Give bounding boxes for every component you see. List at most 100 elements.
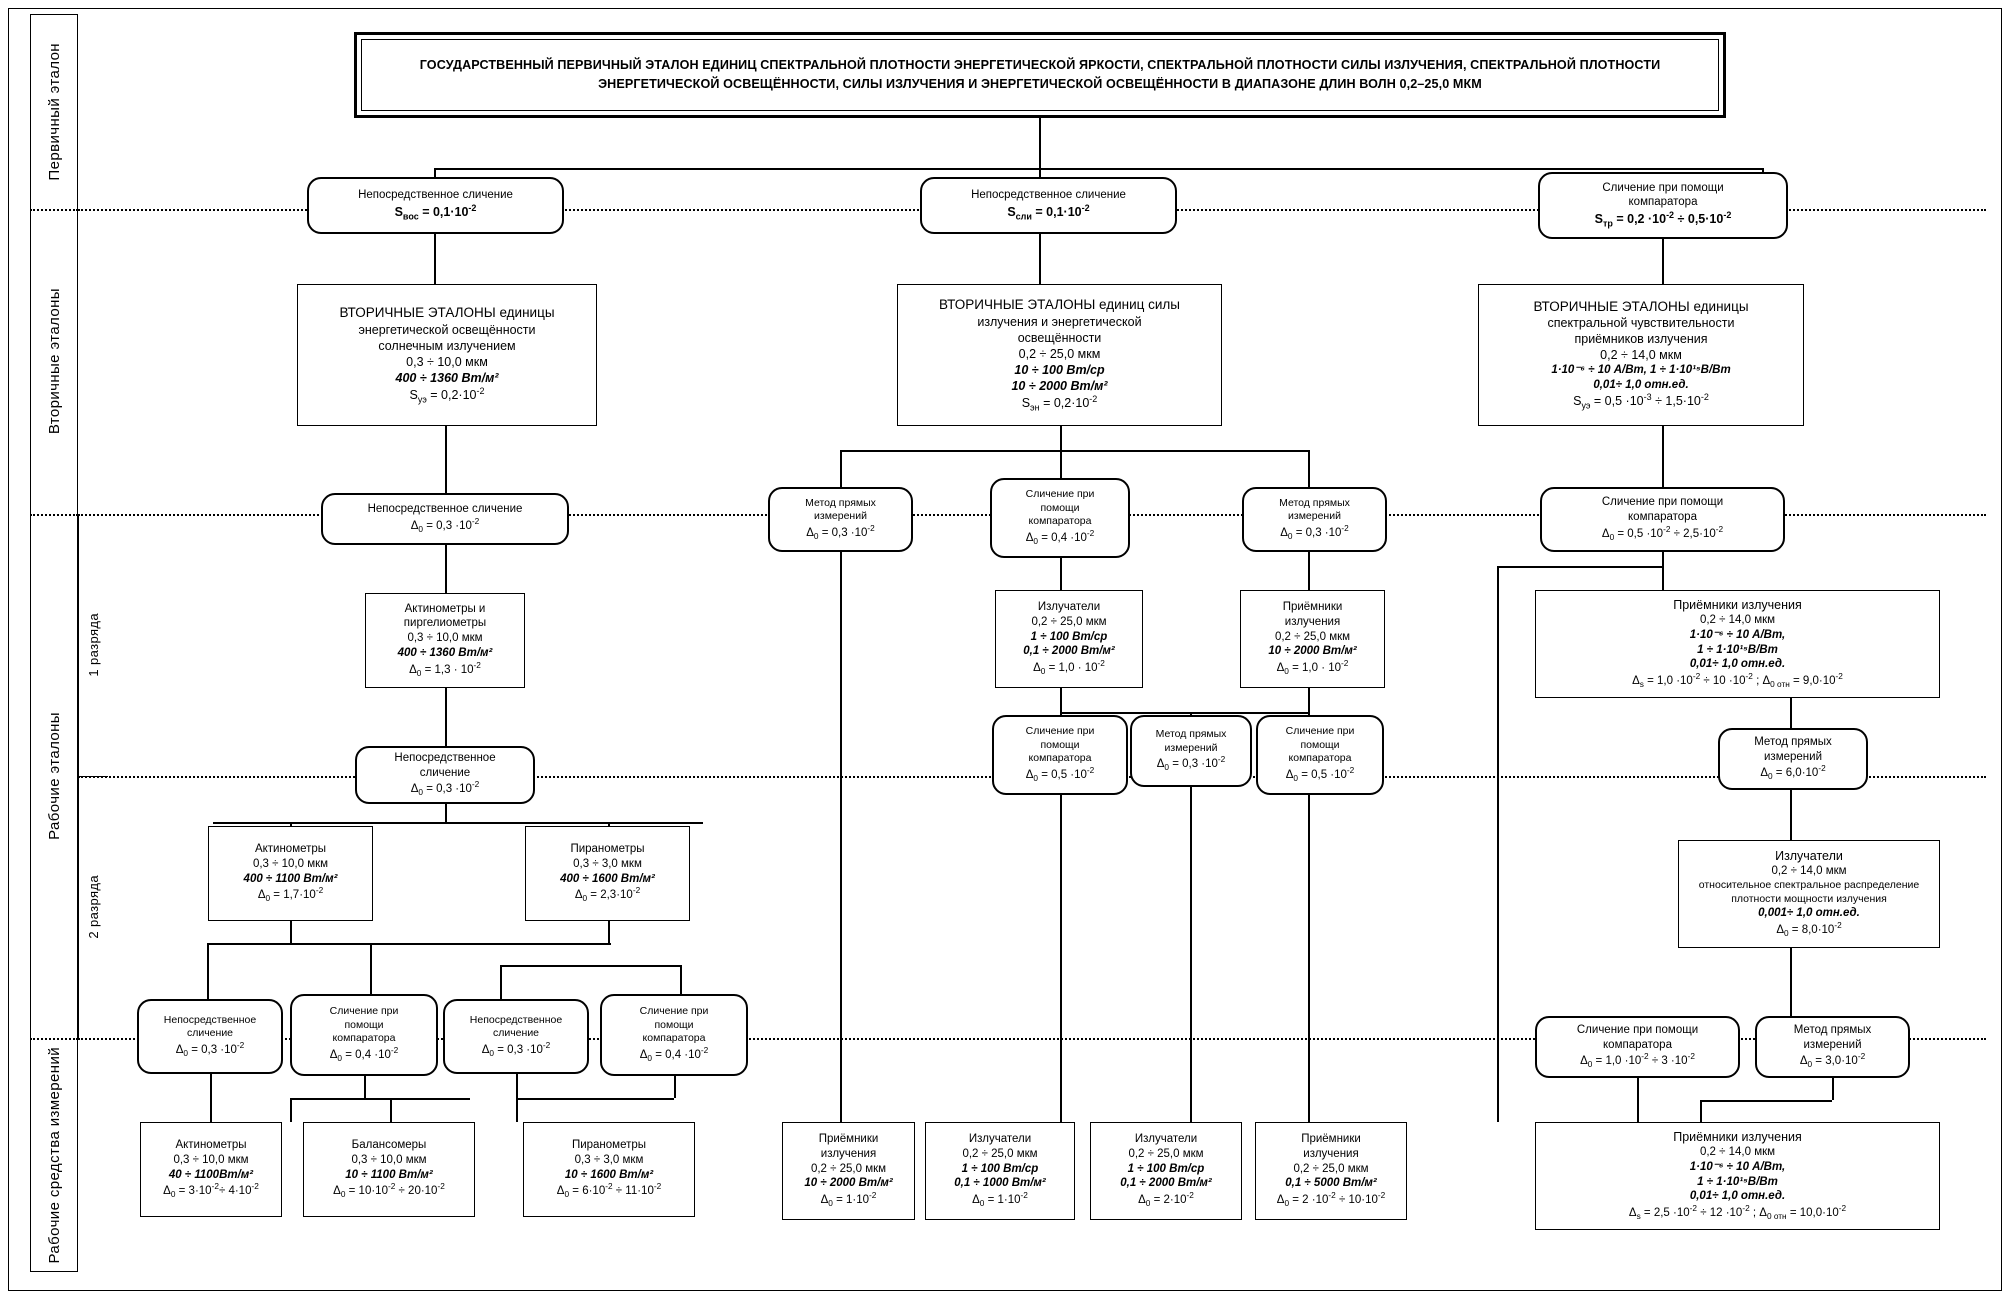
node-line: компаратора	[1288, 752, 1352, 765]
node-line: Метод прямых	[1793, 1023, 1872, 1036]
node-line: Δ0 = 3,0·10-2	[1799, 1052, 1866, 1070]
connector	[674, 1076, 676, 1098]
connector	[1662, 552, 1664, 590]
transfer-node-direct-measurement-3: Метод прямых измерений Δ0 = 0,3 ·10-2	[1130, 715, 1252, 787]
node-line: Приёмники излучения	[1673, 1130, 1802, 1145]
node-line: Актинометры и	[404, 602, 486, 615]
tier-label-primary-text: Первичный эталон	[45, 42, 63, 181]
node-line: компаратора	[642, 1032, 706, 1045]
node-line: 0,001÷ 1,0 отн.ед.	[1758, 907, 1860, 920]
connector	[445, 804, 447, 822]
node-line: Δ0 = 2,3·10-2	[574, 886, 641, 904]
node-line: Приёмники	[1301, 1133, 1361, 1146]
transfer-node-comparator-5: Сличение при помощи компаратора Δ0 = 0,5…	[1256, 715, 1384, 795]
node-line: 0,2 ÷ 25,0 мкм	[1018, 346, 1101, 361]
node-line: компаратора	[1028, 515, 1092, 528]
node-line: ВТОРИЧНЫЕ ЭТАЛОНЫ единиц силы	[939, 297, 1180, 313]
node-line: Δ0 = 0,3 ·10-2	[1280, 523, 1349, 541]
node-line: 0,3 ÷ 3,0 мкм	[573, 857, 642, 870]
node-line: компаратора	[1628, 196, 1698, 209]
node-line: Δ0 = 1,0 · 10-2	[1276, 659, 1349, 677]
working-detectors-2: Приёмники излучения 0,2 ÷ 25,0 мкм 0,1 ÷…	[1255, 1122, 1407, 1220]
node-line: ВТОРИЧНЫЕ ЭТАЛОНЫ единицы	[339, 305, 555, 321]
node-line: 0,2 ÷ 25,0 мкм	[1031, 615, 1107, 628]
node-line: Δ0 = 10·10-2 ÷ 20·10-2	[333, 1182, 445, 1200]
transfer-node-comparator-1: Сличение при помощи компаратора Sтр = 0,…	[1538, 172, 1788, 239]
connector	[207, 943, 209, 999]
node-line: Δ0 = 1,3 · 10-2	[409, 660, 481, 678]
node-line: Метод прямых	[1279, 496, 1350, 509]
node-line: помощи	[344, 1018, 384, 1031]
transfer-node-direct-comparison-4: Непосредственное сличение Δ0 = 0,3 ·10-2	[355, 746, 535, 804]
node-line: Δ0 = 0,3 ·10-2	[1156, 755, 1226, 773]
connector	[1308, 688, 1310, 712]
node-line: 1 ÷ 100 Вт/ср	[1030, 630, 1108, 643]
connector	[840, 450, 842, 493]
primary-standard-title-box: ГОСУДАРСТВЕННЫЙ ПЕРВИЧНЫЙ ЭТАЛОН ЕДИНИЦ …	[354, 32, 1726, 118]
working-actinometers: Актинометры 0,3 ÷ 10,0 мкм 40 ÷ 1100Вт/м…	[140, 1122, 282, 1217]
node-line: Сличение при	[639, 1005, 709, 1018]
node-line: Δ0 = 6,0·10-2	[1760, 764, 1826, 782]
node-line: Непосредственное	[469, 1013, 563, 1026]
node-line: Непосредственное	[163, 1013, 257, 1026]
node-line: 10 ÷ 100 Вт/ср	[1014, 362, 1105, 377]
transfer-node-direct-comparison-2: Непосредственное сличение Sсли = 0,1·10-…	[920, 177, 1177, 234]
transfer-node-direct-comparison-6: Непосредственное сличение Δ0 = 0,3 ·10-2	[443, 999, 589, 1074]
tier-label-working-std-text: Рабочие эталоны	[45, 712, 63, 840]
node-line: Sэн = 0,2·10-2	[1021, 393, 1098, 413]
transfer-node-direct-comparison-1: Непосредственное сличение Sвос = 0,1·10-…	[307, 177, 564, 234]
node-line: 10 ÷ 2000 Вт/м²	[1268, 645, 1357, 658]
secondary-standard-radiant-intensity: ВТОРИЧНЫЕ ЭТАЛОНЫ единиц силы излучения …	[897, 284, 1222, 426]
node-line: сличение	[492, 1027, 540, 1040]
connector	[1700, 1100, 1832, 1102]
node-line: 0,2 ÷ 14,0 мкм	[1600, 347, 1682, 362]
node-line: 0,3 ÷ 10,0 мкм	[173, 1153, 249, 1166]
node-line: 0,3 ÷ 10,0 мкм	[252, 857, 329, 870]
transfer-node-direct-measurement-2: Метод прямых измерений Δ0 = 0,3 ·10-2	[1242, 487, 1387, 552]
connector	[1060, 558, 1062, 590]
node-line: измерений	[814, 510, 867, 523]
node-line: плотности мощности излучения	[1731, 892, 1887, 905]
node-line: Δ0 = 1,0 · 10-2	[1033, 659, 1105, 677]
transfer-node-direct-comparison-5: Непосредственное сличение Δ0 = 0,3 ·10-2	[137, 999, 283, 1074]
node-line: 1 ÷ 100 Вт/ср	[961, 1162, 1039, 1175]
rank2-emitters: Излучатели 0,2 ÷ 14,0 мкм относительное …	[1678, 840, 1940, 948]
node-line: Сличение при	[1025, 488, 1095, 501]
node-line: помощи	[1300, 738, 1340, 751]
node-line: 10 ÷ 1100 Вт/м²	[345, 1168, 433, 1181]
node-line: Δ0 = 1,0 ·10-2 ÷ 3 ·10-2	[1580, 1052, 1695, 1070]
node-line: Пиранометры	[571, 1139, 647, 1152]
node-line: Излучатели	[968, 1133, 1032, 1146]
node-line: Δ0 = 6·10-2 ÷ 11·10-2	[556, 1182, 662, 1200]
node-line: Δ0 = 1·10-2	[820, 1191, 877, 1209]
transfer-node-comparator-3: Сличение при помощи компаратора Δ0 = 0,5…	[1540, 487, 1785, 552]
tier-label-secondary: Вторичные эталоны	[30, 209, 78, 514]
node-line: 400 ÷ 1360 Вт/м²	[397, 646, 493, 659]
connector	[290, 1098, 292, 1122]
node-line: Приёмники излучения	[1673, 598, 1802, 613]
connector	[1790, 790, 1792, 840]
node-line: 0,2 ÷ 25,0 мкм	[1274, 630, 1351, 643]
node-line: Δ0 = 0,5 ·10-2	[1025, 765, 1095, 783]
connector	[1832, 1078, 1834, 1100]
node-line: Сличение при	[1025, 725, 1095, 738]
secondary-standard-spectral-responsivity: ВТОРИЧНЫЕ ЭТАЛОНЫ единицы спектральной ч…	[1478, 284, 1804, 426]
node-line: освещённости	[1017, 330, 1102, 345]
node-line: 10 ÷ 2000 Вт/м²	[804, 1177, 893, 1190]
secondary-standard-solar-irradiance: ВТОРИЧНЫЕ ЭТАЛОНЫ единицы энергетической…	[297, 284, 597, 426]
tier-label-rank1: 1 разряда	[78, 514, 108, 776]
connector	[1662, 426, 1664, 493]
rail-divider-2	[30, 514, 78, 516]
node-line: 0,2 ÷ 25,0 мкм	[1128, 1147, 1204, 1160]
node-line: 10 ÷ 1600 Вт/м²	[564, 1168, 654, 1181]
node-line: Δ0 = 2·10-2	[1138, 1191, 1194, 1209]
node-line: Δ0 = 0,4 ·10-2	[1025, 528, 1095, 546]
tier-label-primary: Первичный эталон	[30, 14, 78, 209]
connector	[680, 965, 682, 999]
connector	[445, 426, 447, 493]
connector	[500, 965, 502, 999]
node-line: Сличение при помощи	[1602, 181, 1724, 194]
node-line: Δ0 = 2 ·10-2 ÷ 10·10-2	[1276, 1191, 1386, 1209]
tier-label-working-means: Рабочие средства измерений	[30, 1038, 78, 1272]
node-line: Δ0 = 0,5 ·10-2	[1285, 765, 1355, 783]
